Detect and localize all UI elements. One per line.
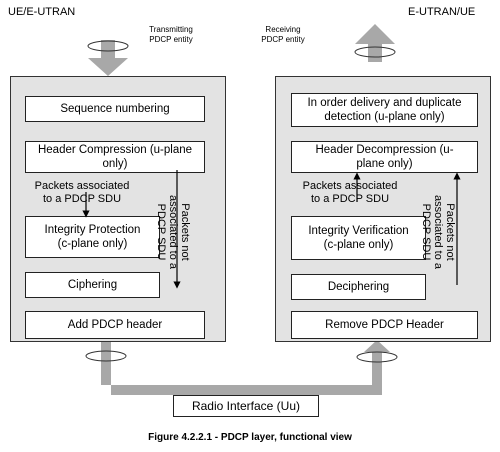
ip-line-1: Integrity Protection — [44, 224, 141, 236]
radio-interface-box: Radio Interface (Uu) — [173, 395, 319, 417]
tx-entity-line-1: Transmitting — [149, 25, 193, 34]
rx-entity-label: Receiving PDCP entity — [244, 25, 322, 45]
rx-pkts-line-2: to a PDCP SDU — [310, 193, 390, 205]
hd-line-1: Header Decompression (u- — [315, 144, 454, 156]
right-title: E-UTRAN/UE — [408, 6, 476, 18]
tx-entity-label: Transmitting PDCP entity — [132, 25, 210, 45]
tx-input-arrow — [88, 40, 128, 76]
ciphering-box: Ciphering — [25, 272, 160, 298]
iv-line-2: (c-plane only) — [323, 239, 394, 251]
radio-path — [101, 340, 390, 395]
rx-output-arrow — [355, 24, 395, 62]
tx-pkts-line-1: Packets associated — [34, 180, 130, 192]
rx-entity-line-1: Receiving — [265, 25, 301, 34]
add-pdcp-header-box: Add PDCP header — [25, 311, 205, 339]
header-compression-box: Header Compression (u-plane only) — [25, 141, 205, 173]
ip-line-2: (c-plane only) — [57, 238, 128, 250]
hc-line-1: Header Compression (u-plane — [37, 144, 193, 156]
order-line-1: In order delivery and duplicate — [307, 97, 462, 109]
rx-bottom-ring — [356, 351, 398, 363]
iv-line-1: Integrity Verification — [308, 225, 409, 237]
order-line-2: detection (u-plane only) — [324, 111, 445, 123]
header-decompression-box: Header Decompression (u- plane only) — [291, 141, 478, 173]
tx-top-ring — [87, 40, 129, 52]
remove-pdcp-header-box: Remove PDCP Header — [291, 311, 478, 339]
tx-bottom-ring — [85, 350, 127, 362]
sequence-numbering-box: Sequence numbering — [25, 96, 205, 122]
in-order-delivery-box: In order delivery and duplicate detectio… — [291, 93, 478, 127]
tx-pkts-line-2: to a PDCP SDU — [42, 193, 122, 205]
integrity-protection-box: Integrity Protection (c-plane only) — [25, 216, 160, 258]
hd-line-2: plane only) — [356, 158, 413, 170]
left-title: UE/E-UTRAN — [8, 6, 76, 18]
rx-top-ring — [354, 46, 396, 58]
integrity-verification-box: Integrity Verification (c-plane only) — [291, 216, 426, 260]
deciphering-box: Deciphering — [291, 274, 426, 300]
rx-entity-line-2: PDCP entity — [261, 35, 305, 44]
tx-packets-associated-label: Packets associated to a PDCP SDU — [22, 180, 142, 206]
rx-packets-associated-label: Packets associated to a PDCP SDU — [290, 180, 410, 206]
rx-pkts-line-1: Packets associated — [302, 180, 398, 192]
hc-line-2: only) — [102, 158, 128, 170]
figure-caption: Figure 4.2.2.1 - PDCP layer, functional … — [148, 432, 352, 443]
tx-entity-line-2: PDCP entity — [149, 35, 193, 44]
